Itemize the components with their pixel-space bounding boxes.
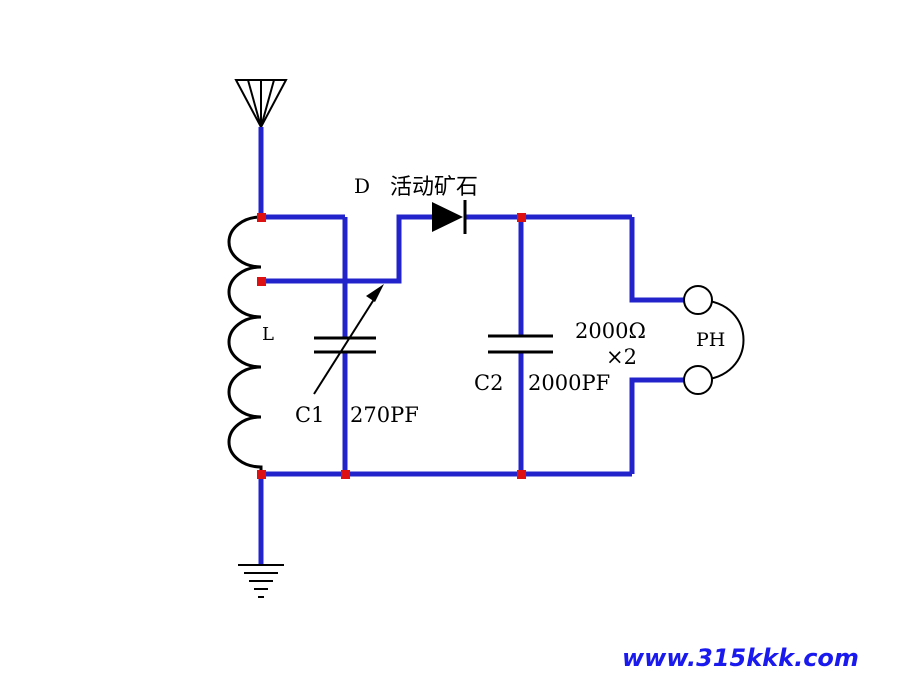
- node-c2-top: [517, 213, 526, 222]
- label-c1: C1: [295, 403, 324, 427]
- node-c1-bottom: [341, 470, 350, 479]
- label-coil-l: L: [262, 324, 274, 345]
- label-ph-impedance: 2000Ω: [575, 319, 646, 343]
- watermark-url: www.315kkk.com: [622, 644, 859, 672]
- label-c2-value: 2000PF: [528, 371, 610, 395]
- ground-symbol: [238, 564, 284, 598]
- circuit-wires: [258, 127, 684, 565]
- phones-bottom-wire: [629, 377, 684, 474]
- label-c2: C2: [474, 371, 503, 395]
- capacitor-c1-symbol: [313, 292, 379, 395]
- headphones-symbol: [683, 285, 745, 395]
- label-ph-count: ×2: [606, 345, 637, 369]
- phones-top-wire: [629, 217, 684, 303]
- node-coil-top: [257, 213, 266, 222]
- label-crystal-name: 活动矿石: [390, 175, 478, 200]
- node-c2-bottom: [517, 470, 526, 479]
- junction-nodes: [257, 213, 526, 479]
- antenna-symbol: [234, 79, 288, 130]
- label-c1-value: 270PF: [350, 403, 419, 427]
- diode-d-symbol: [432, 200, 467, 234]
- mid-tap-wire: [261, 214, 432, 284]
- node-coil-tap: [257, 277, 266, 286]
- c1-variable-arrowhead: [366, 284, 384, 302]
- coil-l-symbol: [227, 215, 263, 474]
- node-coil-bottom: [257, 470, 266, 479]
- label-ph: PH: [696, 329, 725, 351]
- capacitor-c2-symbol: [488, 334, 553, 354]
- label-diode-d: D: [354, 174, 370, 198]
